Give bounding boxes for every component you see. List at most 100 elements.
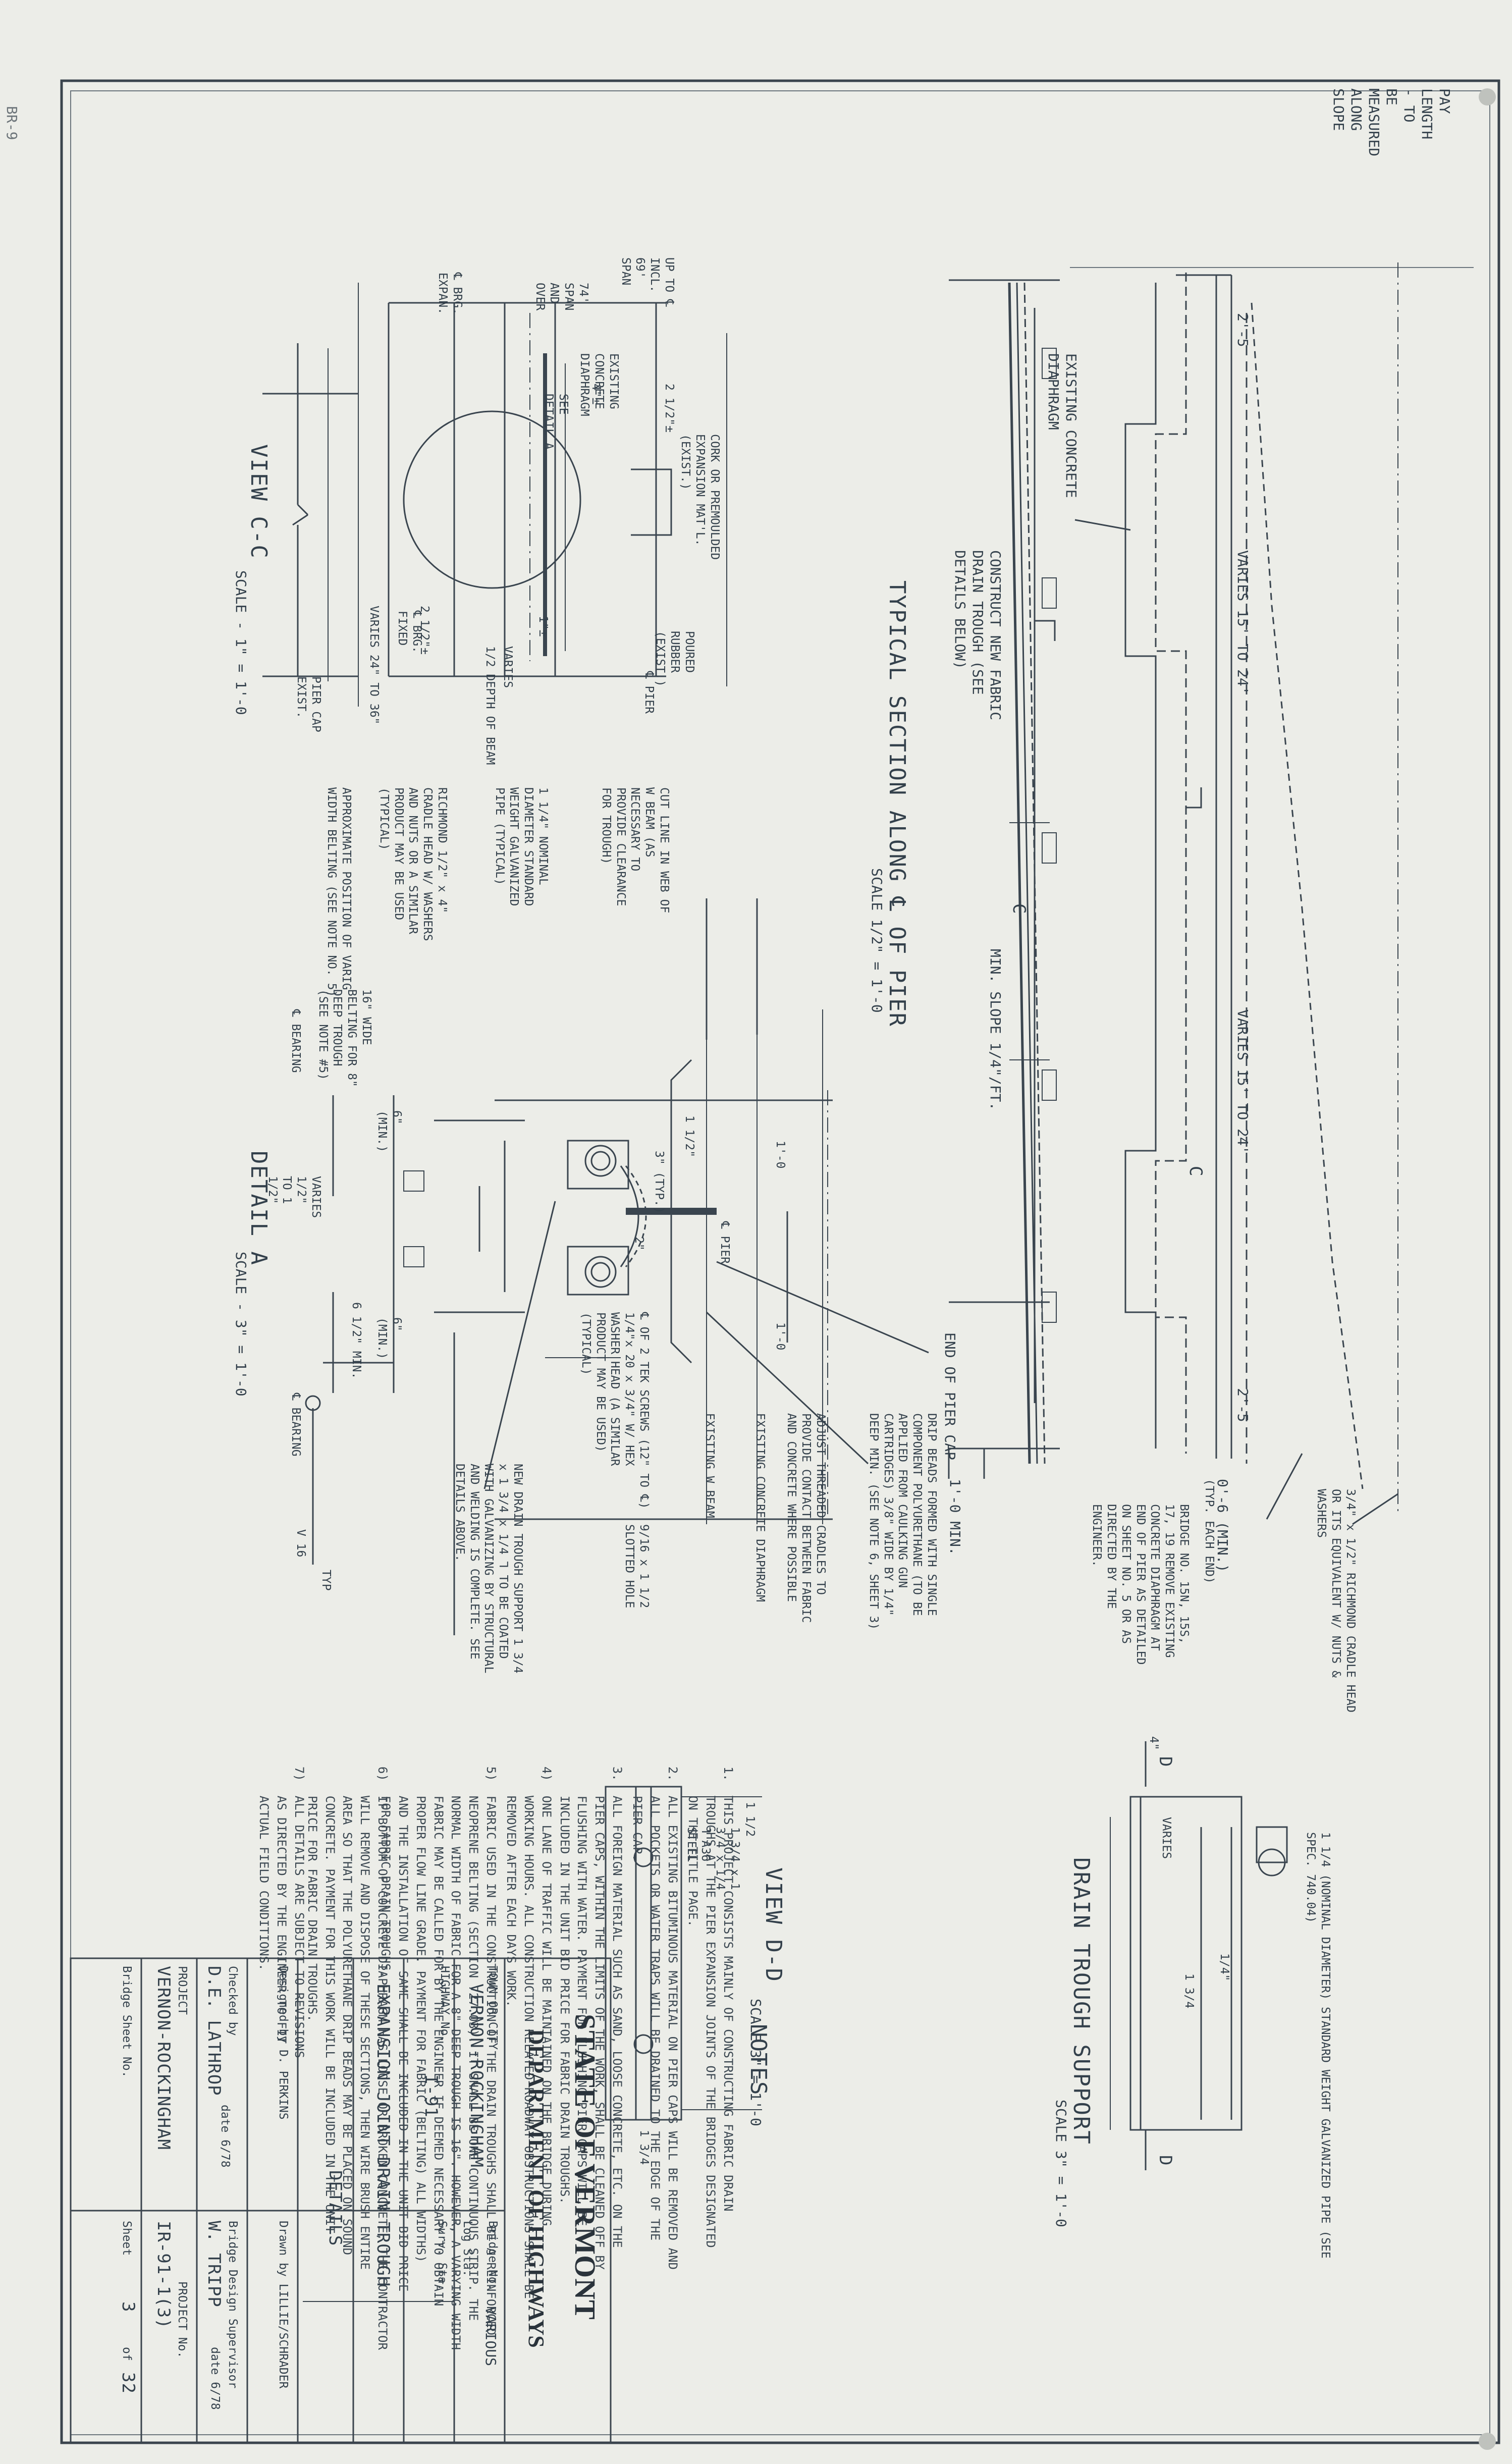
project-value: VERNON-ROCKINGHAM [153,1966,174,2150]
pier-a-label: ℄ PIER [718,1221,731,1264]
new-drain-label: NEW DRAIN TROUGH SUPPORT 1 3/4 x 1 3/4 x… [453,1464,524,1674]
title-state: STATE OF VERMONT [569,2014,602,2320]
detail-a-scale: SCALE - 3" = 1'-0 [233,1252,249,1397]
checked-date: date 6/78 [219,2105,232,2168]
support-varies: VARIES [1160,1817,1173,1859]
note-1: 1. THIS PROJECT CONSISTS MAINLY OF CONST… [686,1766,735,2248]
richmond-label: RICHMOND 1/2" x 4" CRADLE HEAD W/ WASHER… [377,787,449,941]
detail-a-lines [305,898,929,1635]
dim-212b: 2 1/2"± [418,606,431,655]
pay-length-label: PAY LENGTH - TO BE MEASURED ALONG SLOPE [1330,88,1453,156]
view-cc-title: VIEW C-C [246,444,272,559]
supervisor-date: date 6/78 [208,2347,222,2410]
outer-border [60,79,1500,2444]
bridge-label: Bridge No. [486,2221,499,2291]
varies-24-36-label: VARIES 24" TO 36" [367,606,381,725]
see-detail-label: SEE DETAIL A [542,394,570,450]
drain-support-scale: SCALE 3" = 1'-0 [1053,2100,1069,2227]
notes-title: NOTES [745,2024,771,2096]
designed-by: Designed by D. PERKINS [277,1966,290,2120]
section-marker-c-1: C [1009,903,1029,915]
support-lines [605,1741,1288,2170]
poured-rubber-label: POURED RUBBER (EXIST.) [654,631,696,687]
dim-right: 2'-5 [1234,1388,1251,1422]
support-dim-134: 1 3/4 [1182,1973,1196,2009]
dim-varies-1: VARIES 15' TO 24' [1234,550,1251,695]
dim-112-label: 1 1/2" [683,1115,696,1158]
brg-exp-label: ℄ BRG. EXPAN. [436,273,464,315]
existing-diaphragm-a-label: EXISTING CONCRETE DIAPHRAGM [753,1413,767,1602]
surv-label: Surv. Sta. [436,2221,449,2291]
slotted-label: 9/16 x 1 1/2 SLOTTED HOLE [623,1524,651,1609]
pier-cl-label: ℄ PIER [642,671,656,714]
bearing-1-label: ℄ BEARING [289,1009,302,1073]
town-label: TOWN OR CITY [486,1966,499,2050]
o6-min-label: 0'-6 (MIN.) [1214,1479,1231,1573]
existing-w-label: EXISTING W BEAM [703,1413,716,1518]
highway-value: I-91 [421,2074,441,2118]
project-no-label: PROJECT No. [176,2281,189,2359]
checker-value: D.E. LATHROP [204,1966,224,2096]
one-foot-b-label: 1'-0 [774,1322,787,1351]
punch-hole [1479,88,1496,105]
supervisor-value: W. TRIPP [204,2221,224,2308]
dim-varies-2: VARIES 15' TO 24' [1234,1009,1251,1154]
view-cc-scale: SCALE - 1" = 1'-0 [233,570,249,715]
dim-2-label: 2" [632,1237,645,1251]
cut-line-label: CUT LINE IN WEB OF W BEAM (AS NECESSARY … [600,787,671,914]
pier-cap-label: PIER CAP EXIST. [295,676,322,732]
typ-label: TYP [319,1570,333,1591]
note-2: 2. ALL EXISTING BITUMINOUS MATERIAL ON P… [630,1766,680,2270]
corner-tag: BR-9 [4,106,20,140]
existing-diaphragm-cc-label: EXISTING CONCRETE DIAPHRAGM [578,353,621,416]
highway-label: HIGHWAY No. [438,1966,451,2043]
inner-border [70,90,1490,2435]
title-block-lines [70,1957,612,2444]
log-label: Log Sta. [461,2221,474,2277]
end-pier-cap-label: END OF PIER CAP [942,1332,958,1460]
typ3-label: 3" (TYP.) [653,1151,666,1214]
bearing-2-label: ℄ BEARING [289,1393,302,1457]
v16-label: V 16 [294,1529,307,1558]
tek-label: ℄ OF 2 TEK SCREWS (12" TO ℄) 1/4"x 20 x … [579,1312,651,1509]
view-cc-lines [262,283,727,707]
subject-value: EXPANSION JOINT DRAIN TROUGH [373,1984,393,2287]
drain-support-title: DRAIN TROUGH SUPPORT [1068,1857,1094,2145]
varies-cc-label: VARIES [501,646,514,688]
title-department: DEPARTMENT OF HIGHWAYS [524,2029,549,2348]
min-slope-label: MIN. SLOPE 1/4"/FT. [987,949,1004,1111]
typical-section-scale: SCALE 1/2" = 1'-0 [869,868,885,1013]
punch-hole [1479,2433,1496,2450]
typical-section-title: TYPICAL SECTION ALONG ℄ OF PIER [884,580,910,1027]
min-2-label: 6" (MIN.) [375,1317,403,1360]
drip-beads-label: DRIP BEADS FORMED WITH SINGLE COMPONENT … [867,1413,938,1630]
one-foot-a-label: 1'-0 [774,1141,787,1169]
dim-4: 4"± [589,384,603,405]
adjust-label: ADJUST THREADED CRADLES TO PROVIDE CONTA… [785,1413,828,1623]
cork-label: CORK OR PREMOULDED EXPANSION MAT'L. (EXI… [679,434,722,560]
town-value: VERNON-ROCKINGHAM [466,1984,487,2168]
of-label: of [120,2347,133,2361]
project-label: PROJECT [176,1966,189,2015]
dim-1: 1"± [536,616,550,637]
support-pipe-label: 1 1/4 (NOMINAL DIAMETER) STANDARD WEIGHT… [1304,1832,1332,2259]
section-marker-c-2: C [1185,1166,1206,1177]
one-foot-min-label: 1'-0 MIN. [947,1479,963,1556]
of-value: 32 [118,2372,138,2394]
view-dd-title: VIEW D-D [761,1867,786,1983]
up-to-label: UP TO ℄ INCL. 69' SPAN [619,257,676,307]
typical-section-lines [948,262,1474,1525]
drawn-by: Drawn by LILLIE/SCHRADER [277,2221,290,2389]
typ-each-end-label: (TYP. EACH END) [1203,1479,1216,1584]
supervisor-label: Bridge Design Supervisor [226,2221,239,2389]
dim-left: 2'-5 [1234,313,1251,347]
bridge-remove-note: BRIDGE NO. 15N, 15S, 17, 19 REMOVE EXIST… [1090,1504,1191,1665]
details-value: DETAILS [325,2170,345,2246]
existing-diaphragm-label: EXISTING CONCRETE DIAPHRAGM [1045,353,1079,498]
section-marker-d-1: D [1155,1756,1175,1767]
section-marker-d-2: D [1155,2155,1175,2166]
support-dim-4: 4" [1147,1736,1160,1750]
